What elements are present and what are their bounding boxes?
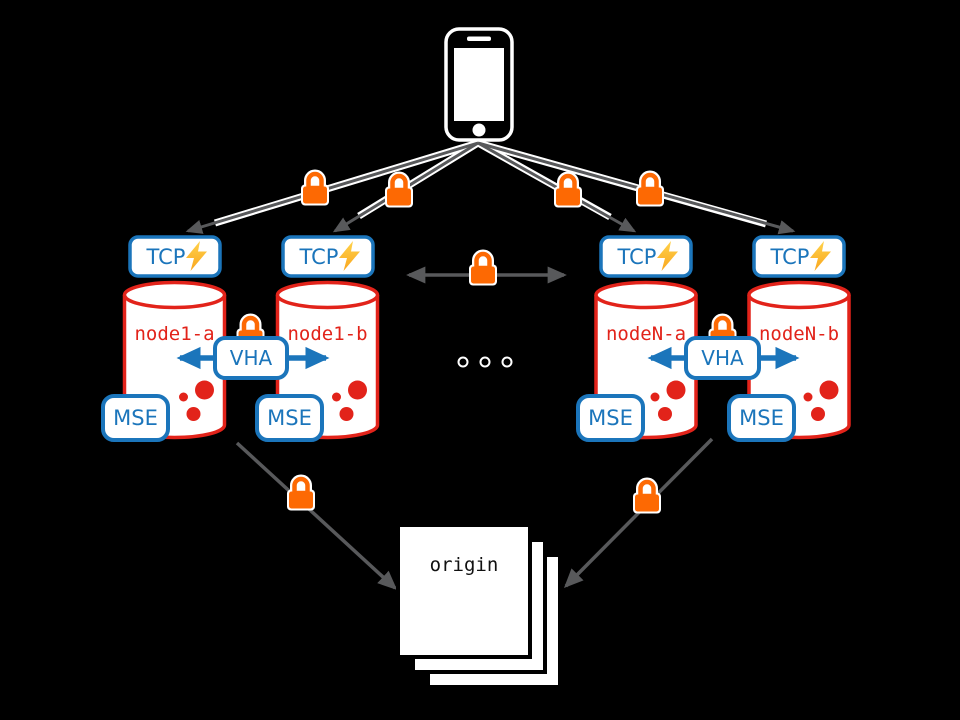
tcp-box-3: TCP (599, 235, 693, 278)
vha-box-cluster1: VHA (213, 336, 289, 380)
mse-label-nodeNa: MSE (588, 406, 633, 430)
mse-label-node1b: MSE (267, 406, 312, 430)
vha-label-clusterN: VHA (701, 346, 744, 370)
tcp-box-1: TCP (128, 235, 222, 278)
tcp-box-2: TCP (281, 235, 375, 278)
tcp-label-1: TCP (146, 245, 186, 269)
tcp-label-4: TCP (770, 245, 810, 269)
vha-box-clusterN: VHA (684, 336, 761, 380)
client-to-node-arrows (185, 139, 796, 235)
padlock-icon-origin-left (287, 479, 315, 511)
padlock-icon-intercluster (469, 254, 497, 286)
origin-label: origin (430, 554, 499, 576)
mse-box-node1b: MSE (255, 394, 324, 442)
ellipsis-icon (457, 356, 513, 368)
tcp-box-4: TCP (752, 235, 846, 278)
padlock-icon-client4 (636, 175, 664, 207)
smartphone-icon (444, 27, 514, 142)
vha-label-cluster1: VHA (230, 346, 273, 370)
padlock-icon-origin-right (633, 482, 661, 514)
node1a-label: node1-a (134, 323, 214, 345)
mse-label-nodeNb: MSE (739, 406, 784, 430)
mse-box-nodeNb: MSE (727, 394, 796, 442)
arrow-client-nodeNa (477, 141, 637, 233)
node1b-label: node1-b (287, 323, 367, 345)
arrow-client-node1a (185, 141, 479, 234)
arrow-node1-origin (235, 441, 398, 590)
padlock-icon-client2 (385, 176, 413, 208)
mse-box-node1a: MSE (101, 394, 170, 442)
tcp-label-2: TCP (299, 245, 339, 269)
nodeNb-label: nodeN-b (759, 323, 839, 345)
mse-box-nodeNa: MSE (576, 394, 645, 442)
padlock-icon-client1 (301, 174, 329, 206)
nodeNa-label: nodeN-a (606, 323, 686, 345)
padlock-icon-client3 (554, 176, 582, 208)
tcp-label-3: TCP (617, 245, 657, 269)
origin-server: origin (396, 523, 562, 689)
mse-label-node1a: MSE (113, 406, 158, 430)
arrow-client-nodeNb (477, 141, 796, 235)
